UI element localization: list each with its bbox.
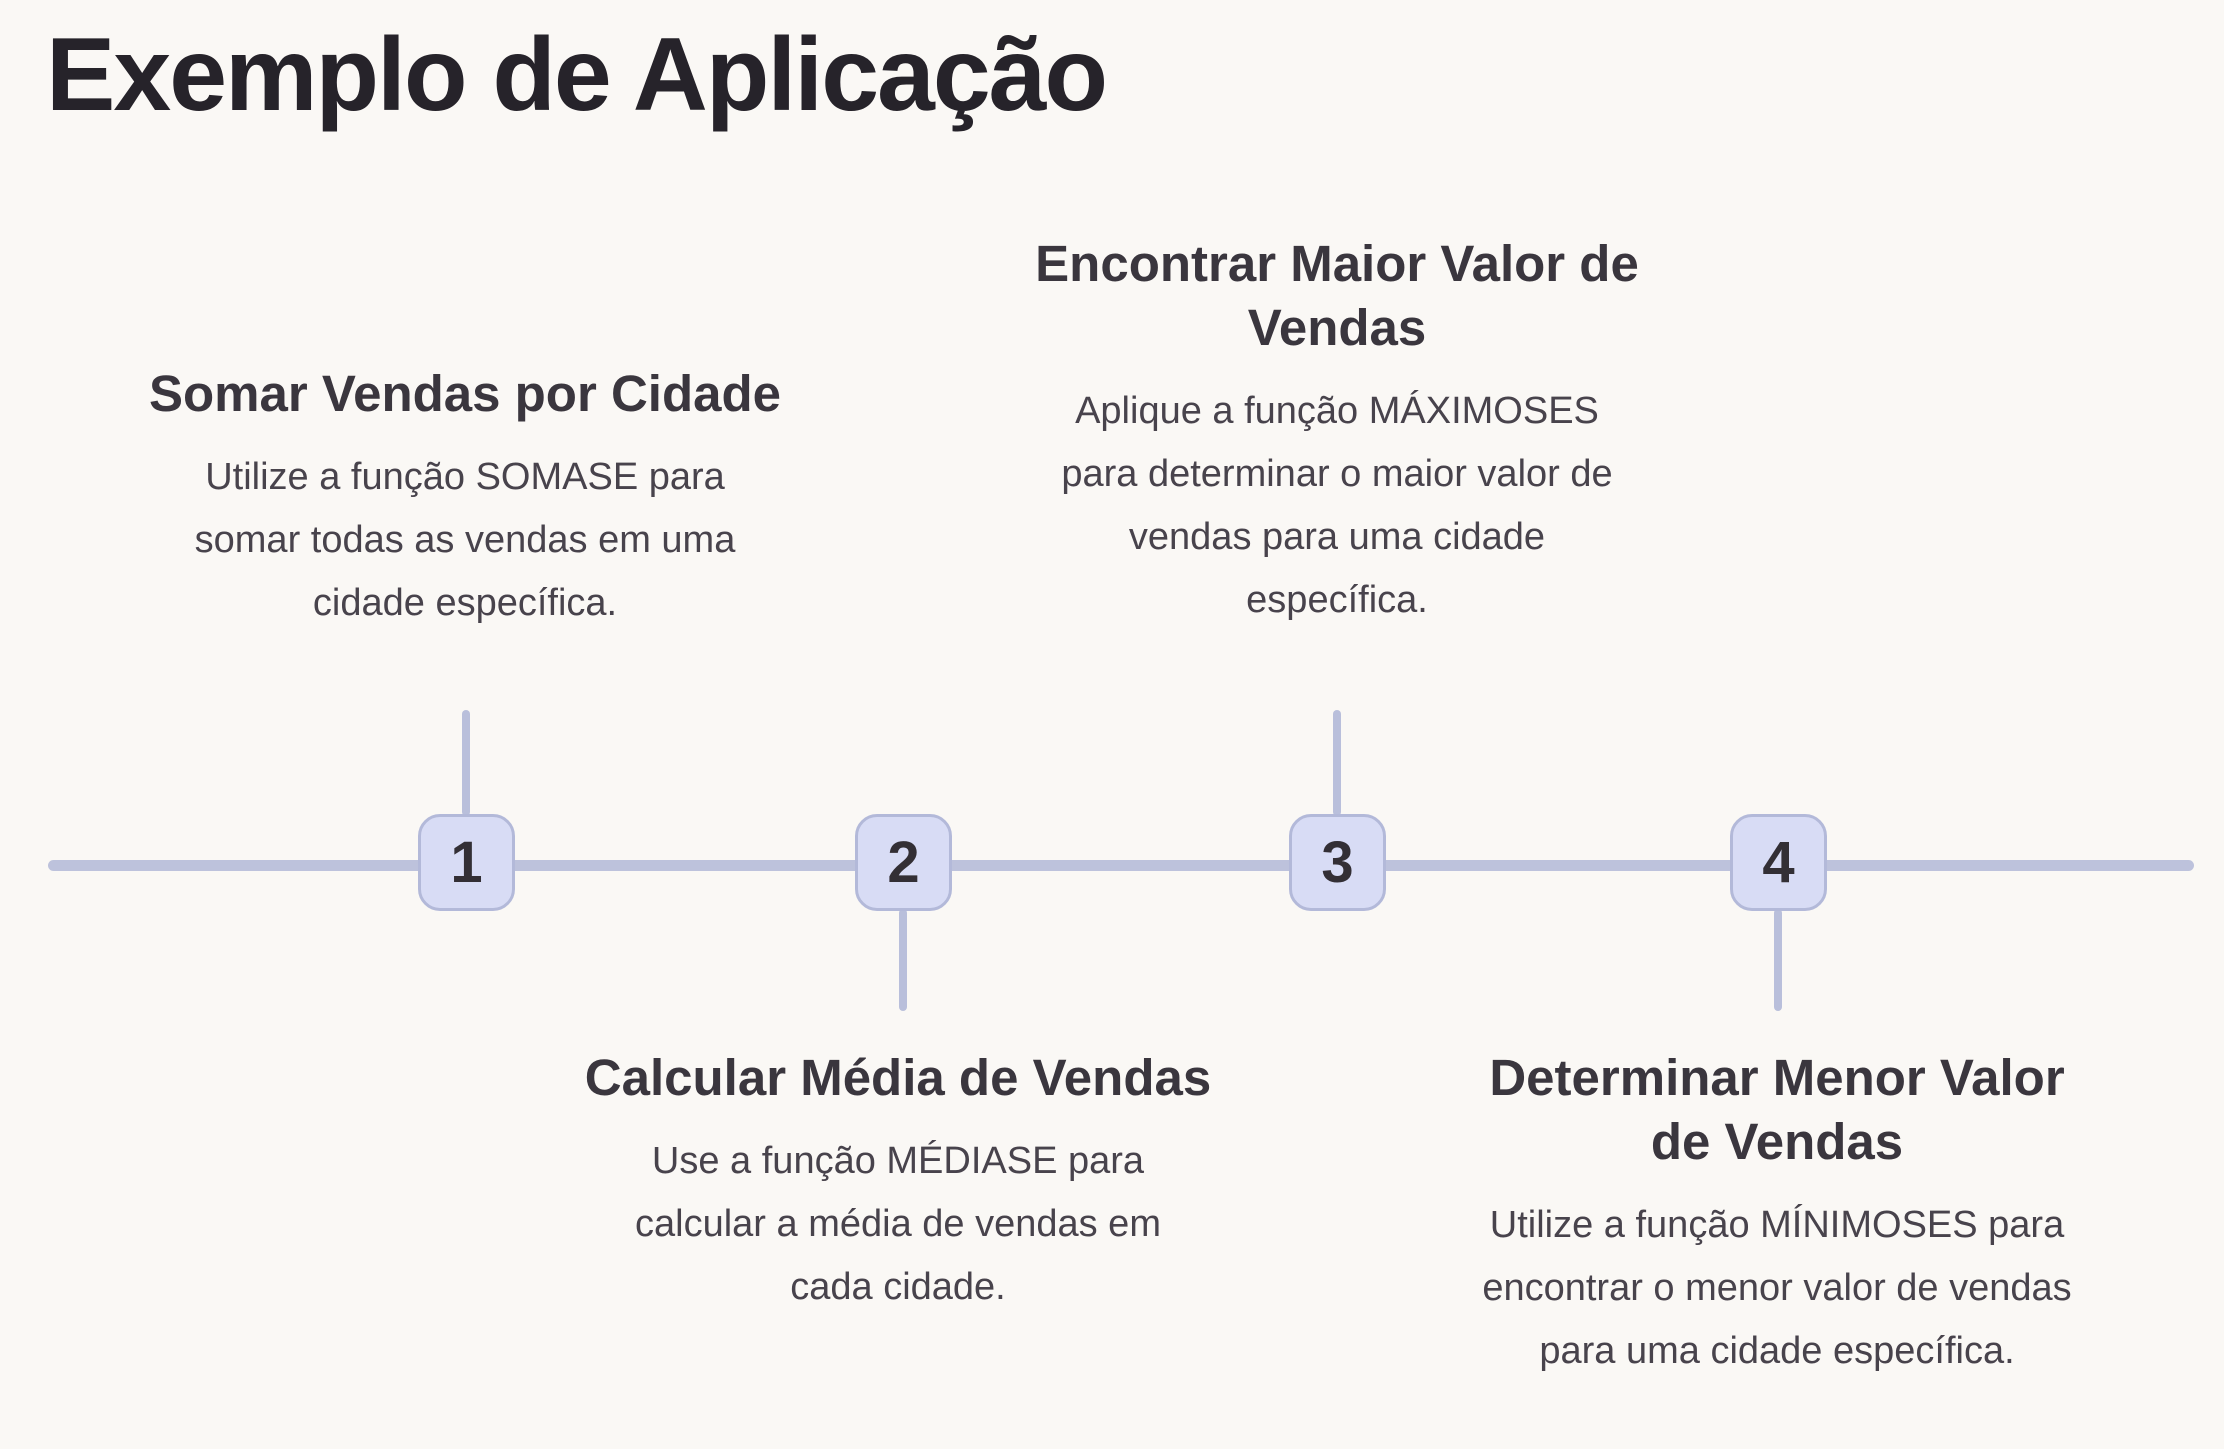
timeline-connector-3 [1333,710,1341,816]
timeline-connector-1 [462,710,470,816]
timeline-line [48,860,2194,871]
item-description: Utilize a função SOMASE para somar todas… [194,456,736,624]
node-number: 4 [1762,830,1795,895]
timeline-node-1: 1 [418,814,515,911]
item-title: Encontrar Maior Valor de Vendas [1035,235,1639,356]
timeline-node-3: 3 [1289,814,1386,911]
timeline-item-1: Somar Vendas por Cidade Utilize a função… [75,362,855,635]
timeline-node-2: 2 [855,814,952,911]
timeline-node-4: 4 [1730,814,1827,911]
page-title: Exemplo de Aplicação [46,17,1108,133]
item-title: Calcular Média de Vendas [584,1049,1212,1106]
timeline-item-2: Calcular Média de Vendas Use a função MÉ… [508,1046,1288,1319]
timeline-item-3: Encontrar Maior Valor de Vendas Aplique … [985,232,1689,632]
timeline-connector-2 [899,909,907,1011]
item-title: Determinar Menor Valor de Vendas [1489,1049,2065,1170]
item-title: Somar Vendas por Cidade [148,365,782,422]
item-description: Aplique a função MÁXIMOSES para determin… [1061,390,1613,621]
node-number: 1 [450,830,483,895]
timeline-item-4: Determinar Menor Valor de Vendas Utilize… [1395,1046,2159,1383]
node-number: 2 [887,830,920,895]
timeline-connector-4 [1774,909,1782,1011]
item-description: Utilize a função MÍNIMOSES para encontra… [1482,1204,2072,1372]
node-number: 3 [1321,830,1354,895]
item-description: Use a função MÉDIASE para calcular a méd… [635,1140,1161,1308]
